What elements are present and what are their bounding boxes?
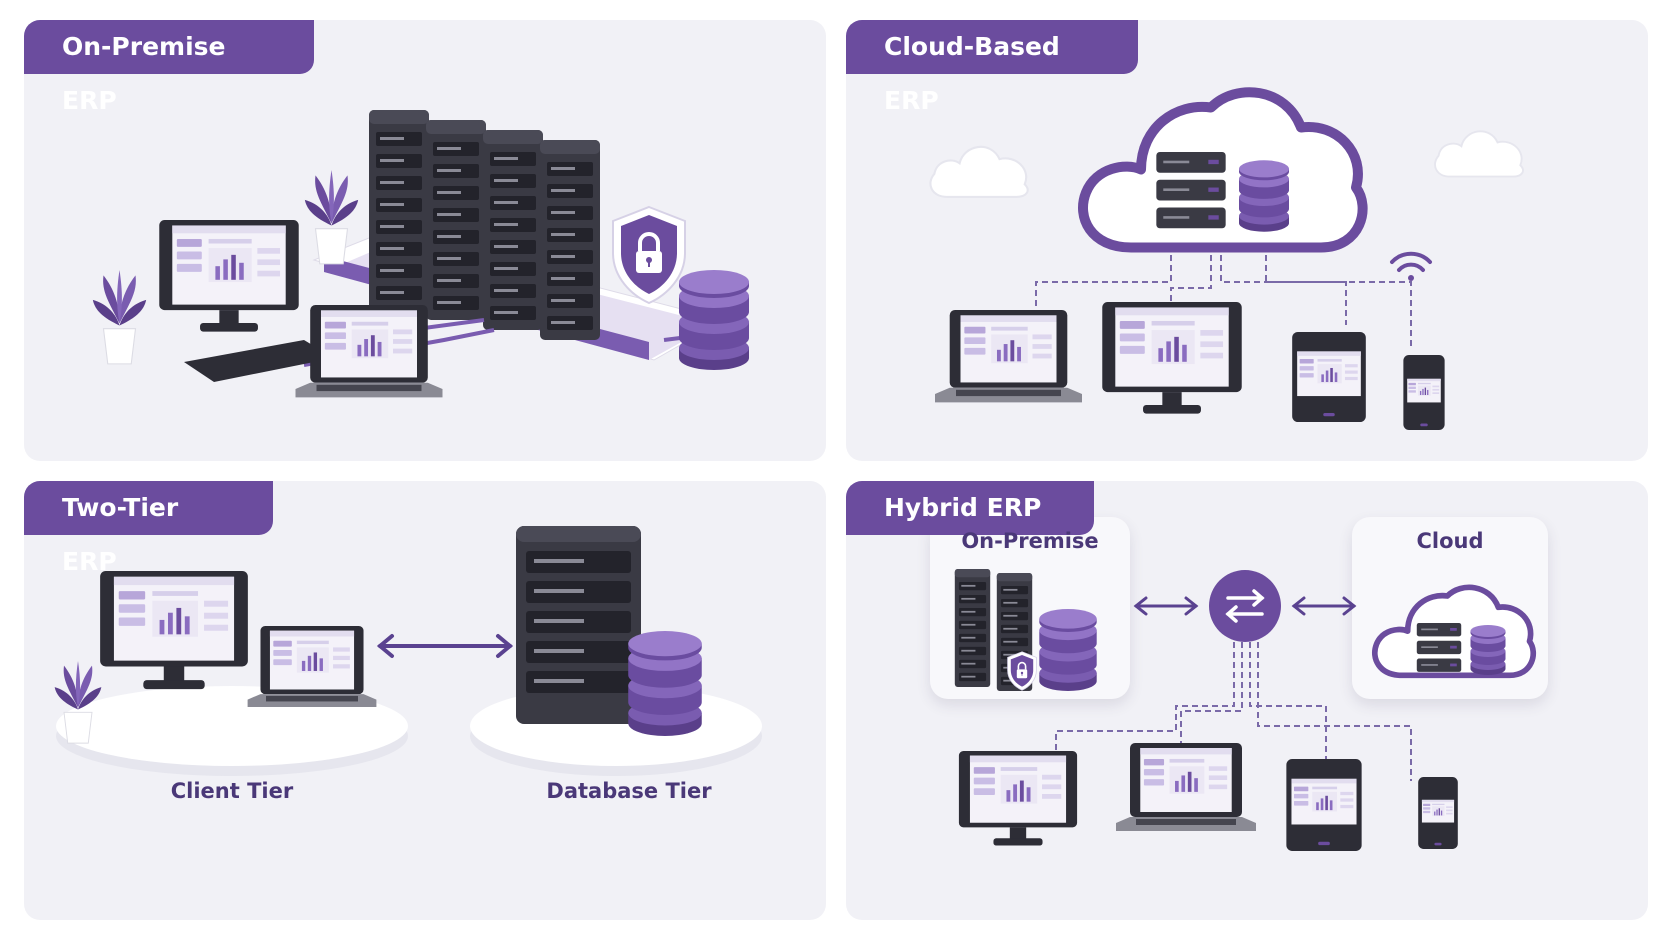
laptop-icon [1116,743,1256,831]
database-tier-label: Database Tier [546,779,712,803]
cloud-label: Cloud [1416,529,1484,553]
desktop-monitor-icon [159,220,298,332]
cloud-icon [1434,130,1524,178]
server-rack-icon [516,526,641,724]
cloud-illustration [929,20,1524,461]
cloud-icon [929,145,1029,198]
laptop-icon [248,626,377,707]
database-icon [1239,160,1289,232]
bidirectional-arrow [376,634,514,658]
panel-title: Two-Tier ERP [24,481,273,576]
desktop-monitor-icon [959,751,1077,846]
two-tier-erp-panel: Two-Tier ERP Client Tier Database Tier [24,481,826,920]
server-rack-icon [1416,623,1462,672]
two-tier-illustration [54,526,762,776]
database-icon [1039,609,1097,691]
database-icon [679,270,749,370]
hybrid-illustration [954,569,1648,920]
panel-title: On-Premise ERP [24,20,314,115]
laptop-icon [296,305,443,397]
hybrid-erp-panel: Hybrid ERP On-Premise Cloud [846,481,1648,920]
database-icon [1470,625,1506,675]
desktop-monitor-icon [1102,302,1241,414]
panel-title: Cloud-Based ERP [846,20,1138,115]
tablet-icon [1286,759,1361,851]
smartphone-icon [1418,777,1458,849]
desktop-monitor-icon [100,571,248,689]
tablet-icon [1292,332,1366,422]
client-tier-label: Client Tier [170,779,294,803]
potted-plant-icon [92,270,147,365]
keyboard-icon [184,340,334,382]
on-premise-erp-panel: On-Premise ERP [24,20,826,461]
shield-lock-icon [611,205,687,305]
panel-title: Hybrid ERP [846,481,1094,535]
wifi-icon [1390,251,1432,281]
laptop-icon [935,310,1082,402]
database-icon [628,631,702,736]
cloud-erp-panel: Cloud-Based ERP [846,20,1648,461]
on-premise-illustration [92,110,749,461]
on-premise-label: On-Premise [961,529,1099,553]
sync-arrows-icon [1209,570,1281,642]
smartphone-icon [1403,355,1444,430]
server-rack-icon [1156,152,1226,229]
